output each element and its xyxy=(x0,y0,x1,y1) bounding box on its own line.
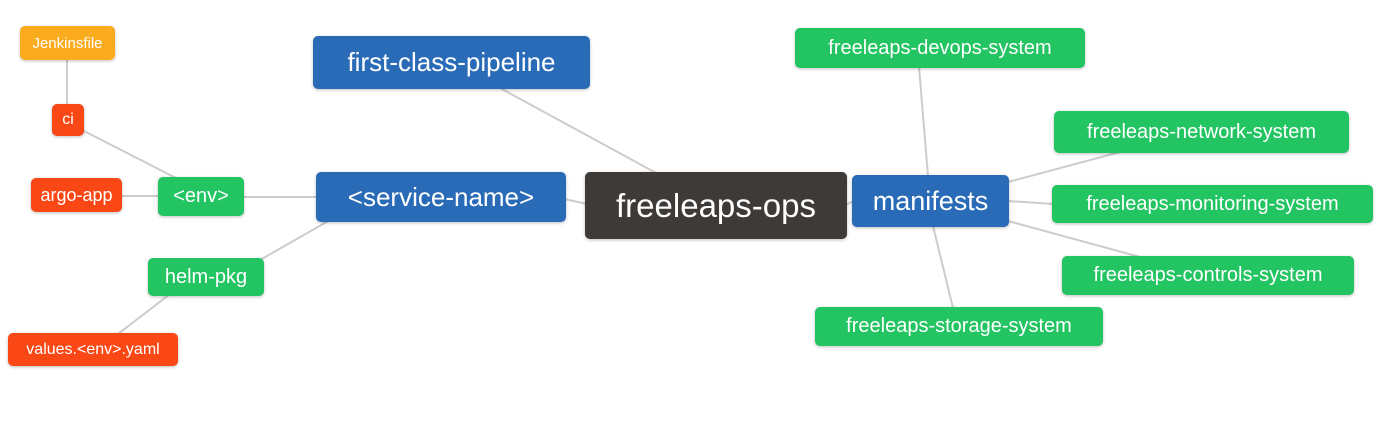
edge-service-name-helm-pkg xyxy=(259,219,331,261)
node-freeleaps-storage-system[interactable]: freeleaps-storage-system xyxy=(815,307,1103,346)
node-freeleaps-network-system[interactable]: freeleaps-network-system xyxy=(1054,111,1349,153)
node-ci[interactable]: ci xyxy=(52,104,84,136)
node-freeleaps-monitoring-system[interactable]: freeleaps-monitoring-system xyxy=(1052,185,1373,223)
node-argo-app[interactable]: argo-app xyxy=(31,178,122,212)
node-manifests[interactable]: manifests xyxy=(852,175,1009,227)
edge-ci-env xyxy=(81,129,177,179)
node-first-class-pipeline[interactable]: first-class-pipeline xyxy=(313,36,590,89)
node-freeleaps-devops-system[interactable]: freeleaps-devops-system xyxy=(795,28,1085,68)
node-freeleaps-controls-system[interactable]: freeleaps-controls-system xyxy=(1062,256,1354,295)
edge-manifests-controls xyxy=(1007,220,1141,258)
node-freeleaps-ops[interactable]: freeleaps-ops xyxy=(585,172,847,239)
edge-manifests-monitoring xyxy=(1007,200,1054,205)
node-jenkinsfile[interactable]: Jenkinsfile xyxy=(20,26,115,60)
edge-helm-pkg-values xyxy=(117,293,171,335)
node-helm-pkg[interactable]: helm-pkg xyxy=(148,258,264,296)
node-values-env-yaml[interactable]: values.<env>.yaml xyxy=(8,333,178,366)
edge-service-name-ops xyxy=(563,198,588,205)
node-env[interactable]: <env> xyxy=(158,177,244,216)
edge-manifests-network xyxy=(1007,151,1121,183)
node-service-name[interactable]: <service-name> xyxy=(316,172,566,222)
edge-first-class-ops xyxy=(499,87,659,175)
edge-manifests-devops xyxy=(918,66,929,177)
edge-manifests-storage xyxy=(932,225,954,309)
